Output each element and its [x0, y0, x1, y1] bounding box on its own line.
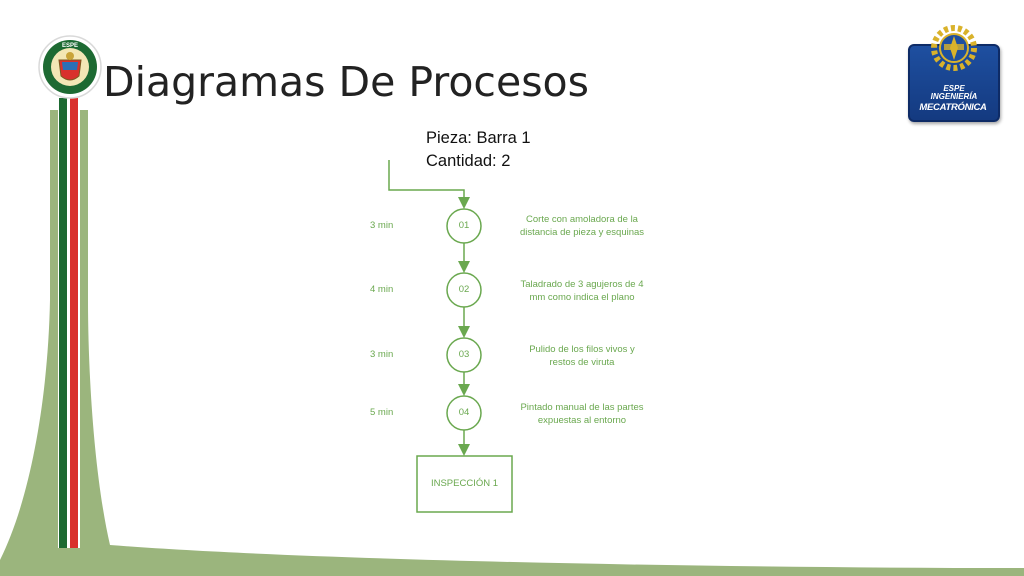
step-description-04-line2: expuestas al entorno [537, 415, 627, 426]
step-time-04: 5 min [370, 407, 394, 418]
step-description-01-line1: Corte con amoladora de la [526, 214, 638, 225]
dark-green-stripe [59, 98, 67, 548]
step-code-01: 01 [458, 220, 470, 231]
step-code-02: 02 [458, 284, 470, 295]
part-label: Pieza: Barra 1 [426, 129, 531, 147]
step-code-04: 04 [458, 407, 470, 418]
step-time-01: 3 min [370, 220, 394, 231]
step-time-03: 3 min [370, 349, 394, 360]
espe-seal-icon: ESPE [38, 35, 102, 99]
step-description-04-line1: Pintado manual de las partes [520, 402, 644, 413]
quantity-label: Cantidad: 2 [426, 152, 511, 170]
step-description-02-line1: Taladrado de 3 agujeros de 4 [520, 279, 644, 290]
step-description-03-line2: restos de viruta [549, 357, 615, 368]
step-description-04: Pintado manual de las partes expuestas a… [507, 401, 657, 427]
red-stripe [70, 98, 78, 548]
badge-ingenieria-text: INGENIERÍA [930, 92, 978, 101]
gear-icon [931, 25, 977, 71]
page-title: Diagramas De Procesos [103, 58, 589, 106]
part-info: Pieza: Barra 1 Cantidad: 2 [426, 127, 531, 173]
step-description-03-line1: Pulido de los filos vivos y [529, 344, 635, 355]
step-description-03: Pulido de los filos vivos y restos de vi… [507, 343, 657, 369]
step-time-02: 4 min [370, 284, 394, 295]
inspection-box [416, 455, 513, 513]
badge-espe-text: ESPE [943, 84, 965, 93]
step-description-02-line2: mm como indica el plano [529, 292, 635, 303]
green-curved-band [0, 110, 1024, 576]
step-description-01: Corte con amoladora de la distancia de p… [507, 213, 657, 239]
mecatronica-logo: ESPE INGENIERÍA MECATRÓNICA [908, 25, 1000, 122]
badge-mecatronica-text: MECATRÓNICA [919, 102, 987, 113]
step-code-03: 03 [458, 349, 470, 360]
step-description-02: Taladrado de 3 agujeros de 4 mm como ind… [507, 278, 657, 304]
inspection-label: INSPECCIÓN 1 [430, 478, 499, 489]
entry-connector [388, 160, 470, 209]
step-description-01-line2: distancia de pieza y esquinas [519, 227, 645, 238]
seal-text: ESPE [62, 43, 78, 49]
